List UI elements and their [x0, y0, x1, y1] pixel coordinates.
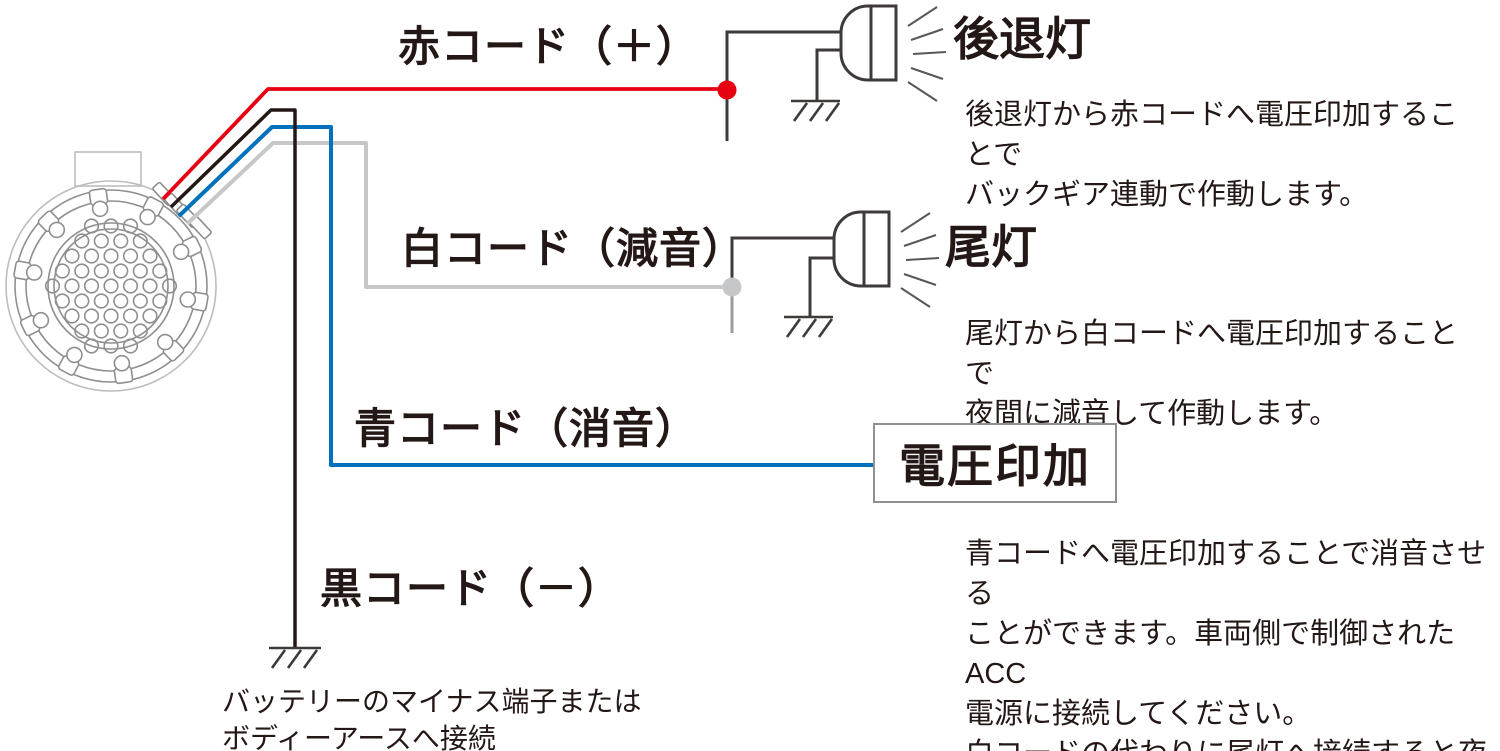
speaker-hole [122, 248, 139, 264]
speaker-hole [161, 278, 178, 294]
black-wire [169, 108, 297, 648]
speaker-hole [74, 263, 90, 279]
device-bump [48, 221, 66, 239]
ground-symbol [791, 99, 841, 122]
speaker-hole [122, 218, 139, 234]
backup-lamp-circuit [717, 4, 947, 141]
speaker-hole [132, 293, 148, 309]
speaker-hole [103, 338, 119, 354]
speaker-hole [93, 233, 109, 249]
speaker-hole [83, 308, 100, 324]
speaker-hole [142, 278, 158, 294]
device-bump [179, 291, 197, 308]
red-wire-junction-dot [717, 80, 737, 100]
device-bump [139, 208, 156, 226]
buzzer-device [5, 151, 217, 392]
speaker-hole [103, 308, 119, 324]
speaker-hole [83, 278, 100, 294]
speaker-hole [113, 323, 129, 339]
ground-symbol [784, 315, 834, 338]
speaker-hole [74, 293, 90, 309]
speaker-hole [64, 278, 80, 294]
backup-lamp-icon [839, 4, 898, 82]
backup-lamp-ground-wire [815, 48, 841, 101]
device-speaker-inner [53, 228, 169, 344]
speaker-hole [113, 233, 129, 249]
blue-wire-note: 青コードへ電圧印加することで消音させる ことができます。車両側で制御されたACC… [965, 538, 1487, 751]
speaker-hole [132, 323, 148, 339]
blue-wire-label: 青コード（消音） [354, 405, 699, 452]
speaker-hole [103, 278, 119, 294]
speaker-hole [44, 278, 61, 294]
device-bump [91, 200, 109, 218]
wires [161, 87, 873, 648]
backup-lamp-feed-wire [725, 30, 841, 141]
device-speaker-outer [47, 222, 175, 350]
speaker-hole [83, 338, 100, 354]
speaker-hole-grid [44, 218, 178, 354]
red-wire [161, 87, 720, 201]
speaker-hole [113, 293, 129, 309]
battery-ground-symbol [269, 646, 321, 669]
speaker-hole [83, 218, 100, 234]
tail-lamp-description: 尾灯から白コードへ電圧印加することで 夜間に減音して作動します。 [965, 318, 1459, 430]
blue-wire [177, 125, 873, 467]
voltage-apply-box: 電圧印加 [873, 423, 1117, 503]
speaker-hole [132, 263, 148, 279]
device-bump [25, 264, 43, 281]
backup-lamp-description: 後退灯から赤コードへ電圧印加することで バックギア連動で作動します。 [965, 99, 1459, 211]
speaker-hole [83, 248, 100, 264]
backup-lamp-rays [907, 6, 947, 102]
tail-lamp-feed-wire [730, 236, 834, 282]
speaker-hole [122, 278, 139, 294]
speaker-hole [103, 218, 119, 234]
white-wire [185, 141, 724, 289]
speaker-hole [152, 263, 168, 279]
speaker-hole [93, 293, 109, 309]
black-wire-label: 黒コード（－） [320, 565, 622, 612]
tail-lamp-icon [832, 210, 891, 288]
device-bump [156, 333, 174, 351]
backup-lamp-title: 後退灯 [953, 13, 1091, 65]
speaker-hole [152, 293, 168, 309]
speaker-hole [113, 263, 129, 279]
device-top-tab [74, 151, 142, 187]
device-bump [32, 311, 50, 329]
speaker-hole [93, 323, 109, 339]
speaker-hole [54, 293, 70, 309]
speaker-hole [74, 323, 90, 339]
device-lugs [13, 187, 209, 385]
tail-lamp-ground-wire [808, 256, 834, 317]
speaker-hole [122, 308, 139, 324]
red-wire-label: 赤コード（＋） [398, 23, 700, 70]
speaker-hole [74, 233, 90, 249]
white-wire-junction-dot [722, 277, 742, 297]
tail-lamp-rays [900, 212, 940, 308]
speaker-hole [122, 338, 139, 354]
tail-lamp-title: 尾灯 [945, 221, 1037, 273]
speaker-hole [64, 308, 80, 324]
voltage-apply-label: 電圧印加 [899, 440, 1091, 492]
speaker-hole [54, 263, 70, 279]
speaker-hole [93, 263, 109, 279]
speaker-hole [103, 248, 119, 264]
tail-lamp-circuit [722, 210, 940, 338]
device-bump [113, 354, 131, 372]
speaker-hole [132, 233, 148, 249]
device-bump [172, 243, 190, 261]
speaker-hole [64, 248, 80, 264]
white-wire-label: 白コード（減音） [401, 225, 746, 272]
device-outer-rim [5, 180, 217, 392]
speaker-hole [142, 248, 158, 264]
speaker-hole [142, 308, 158, 324]
device-bump [66, 346, 83, 364]
battery-ground-note: バッテリーのマイナス端子または ボディーアースへ接続 [222, 686, 642, 751]
